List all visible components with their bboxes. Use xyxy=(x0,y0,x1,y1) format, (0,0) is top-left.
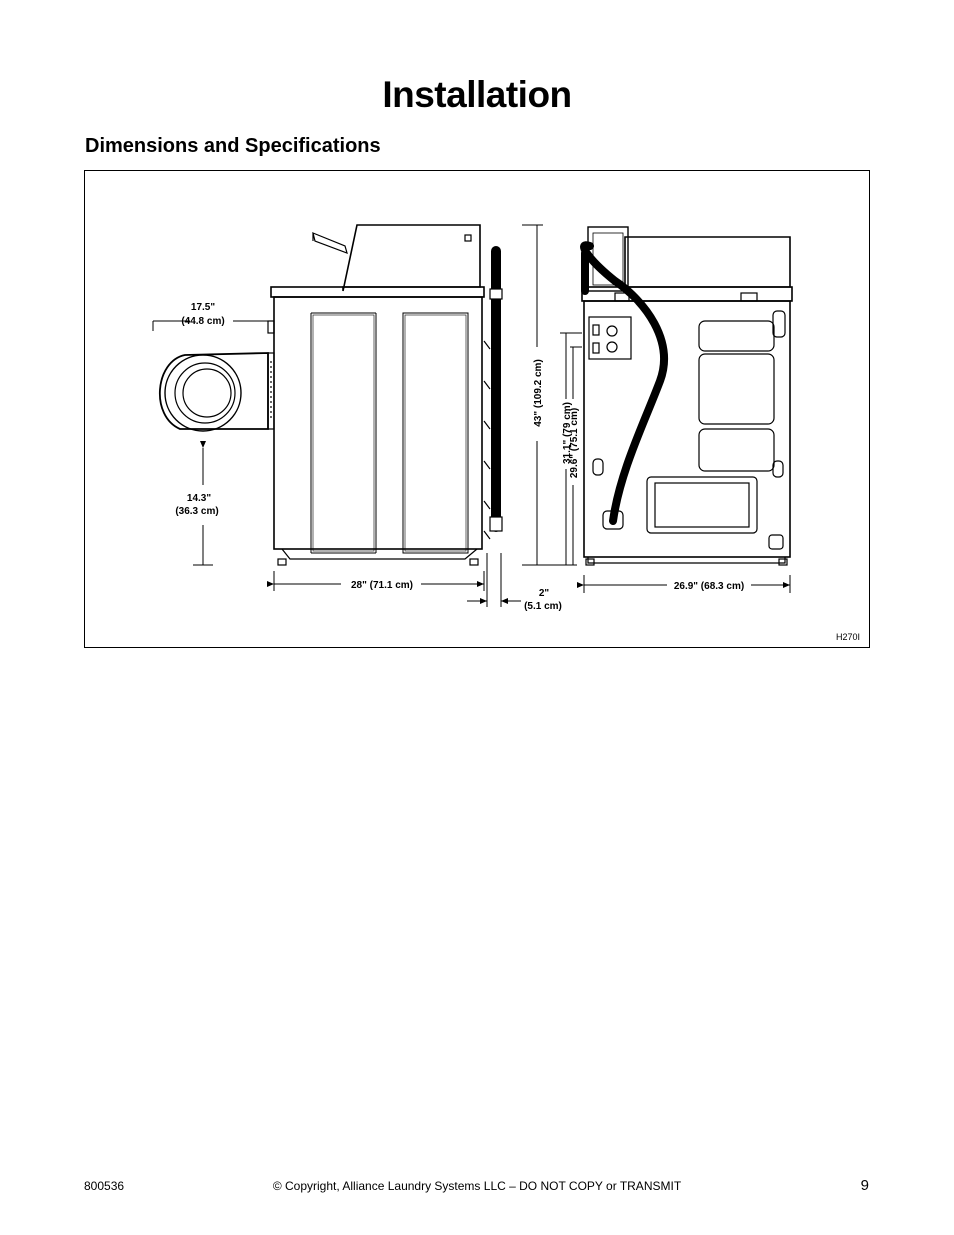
page-number: 9 xyxy=(860,1177,869,1194)
rear-view-drawing xyxy=(581,226,793,566)
door-height-label-in: 17.5" xyxy=(191,302,215,313)
figure-id: H270I xyxy=(836,632,860,642)
door-height-label-cm: (44.8 cm) xyxy=(181,316,224,327)
clearance-label-cm: (5.1 cm) xyxy=(524,601,562,612)
door-view-drawing xyxy=(158,352,275,432)
copyright-notice: © Copyright, Alliance Laundry Systems LL… xyxy=(272,1179,682,1193)
width-label: 26.9" (68.3 cm) xyxy=(674,581,744,592)
dimension-lines xyxy=(152,224,791,607)
document-number: 800536 xyxy=(84,1179,125,1193)
height-cabinet-label: 29.6" (75.1 cm) xyxy=(569,408,580,478)
door-floor-label-cm: (36.3 cm) xyxy=(175,506,218,517)
door-floor-label-in: 14.3" xyxy=(187,493,211,504)
page-title: Installation xyxy=(382,74,572,115)
dimensions-figure: 17.5" (44.8 cm) 14.3" (36.3 cm) 28" (71.… xyxy=(84,170,870,648)
height-top-label: 31.1" (79 cm) xyxy=(562,402,573,464)
height-total-label: 43" (109.2 cm) xyxy=(533,359,544,427)
side-view-drawing xyxy=(267,224,491,566)
washer-dimension-drawing: 17.5" (44.8 cm) 14.3" (36.3 cm) 28" (71.… xyxy=(152,224,860,642)
drain-hose-rear xyxy=(580,241,668,525)
depth-label: 28" (71.1 cm) xyxy=(351,580,413,591)
clearance-label-in: 2" xyxy=(539,588,550,599)
section-heading: Dimensions and Specifications xyxy=(85,135,381,157)
